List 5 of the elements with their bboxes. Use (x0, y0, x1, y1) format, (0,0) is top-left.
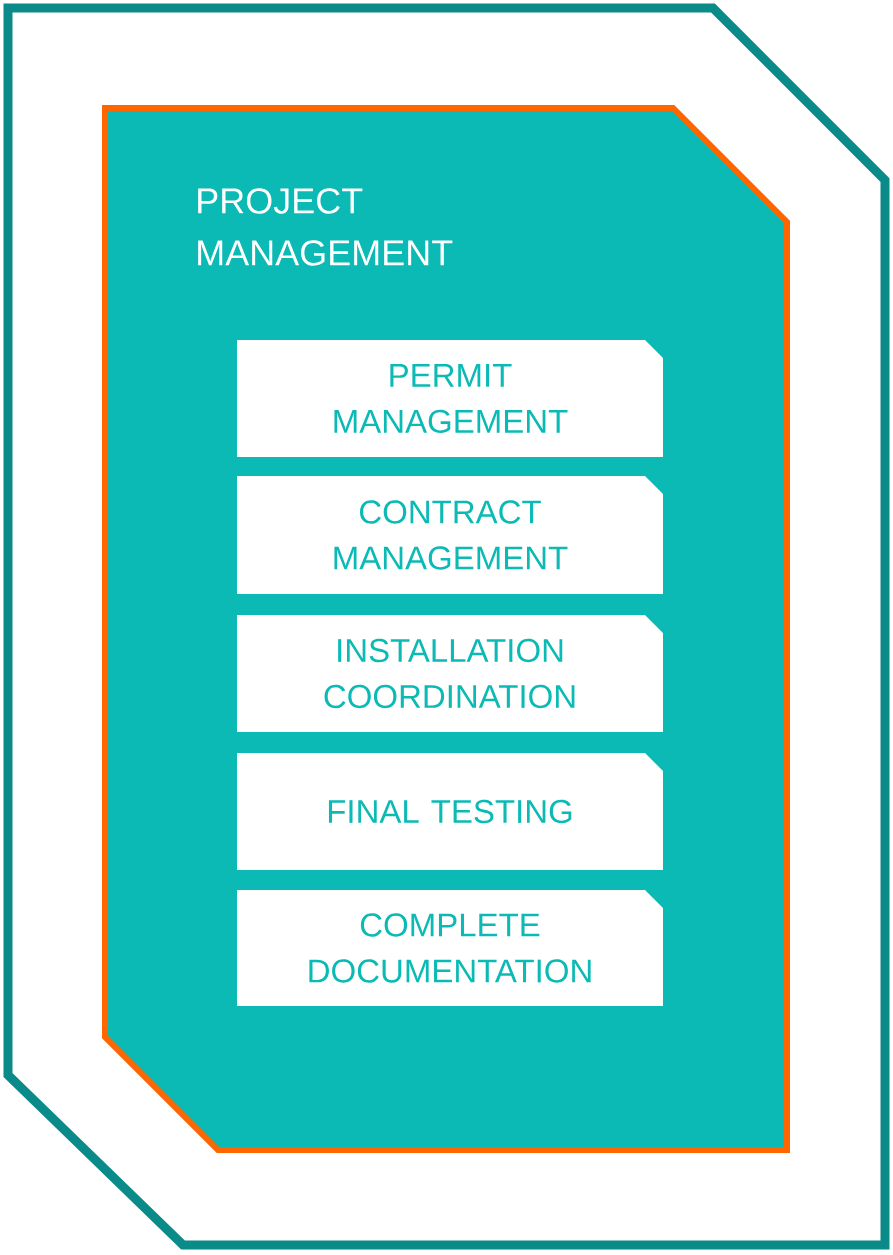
process-box: INSTALLATION COORDINATION (237, 615, 663, 732)
process-box: CONTRACT MANAGEMENT (237, 476, 663, 594)
process-box: COMPLETE DOCUMENTATION (237, 890, 663, 1006)
process-box: FINAL TESTING (237, 753, 663, 870)
process-box: PERMIT MANAGEMENT (237, 340, 663, 457)
